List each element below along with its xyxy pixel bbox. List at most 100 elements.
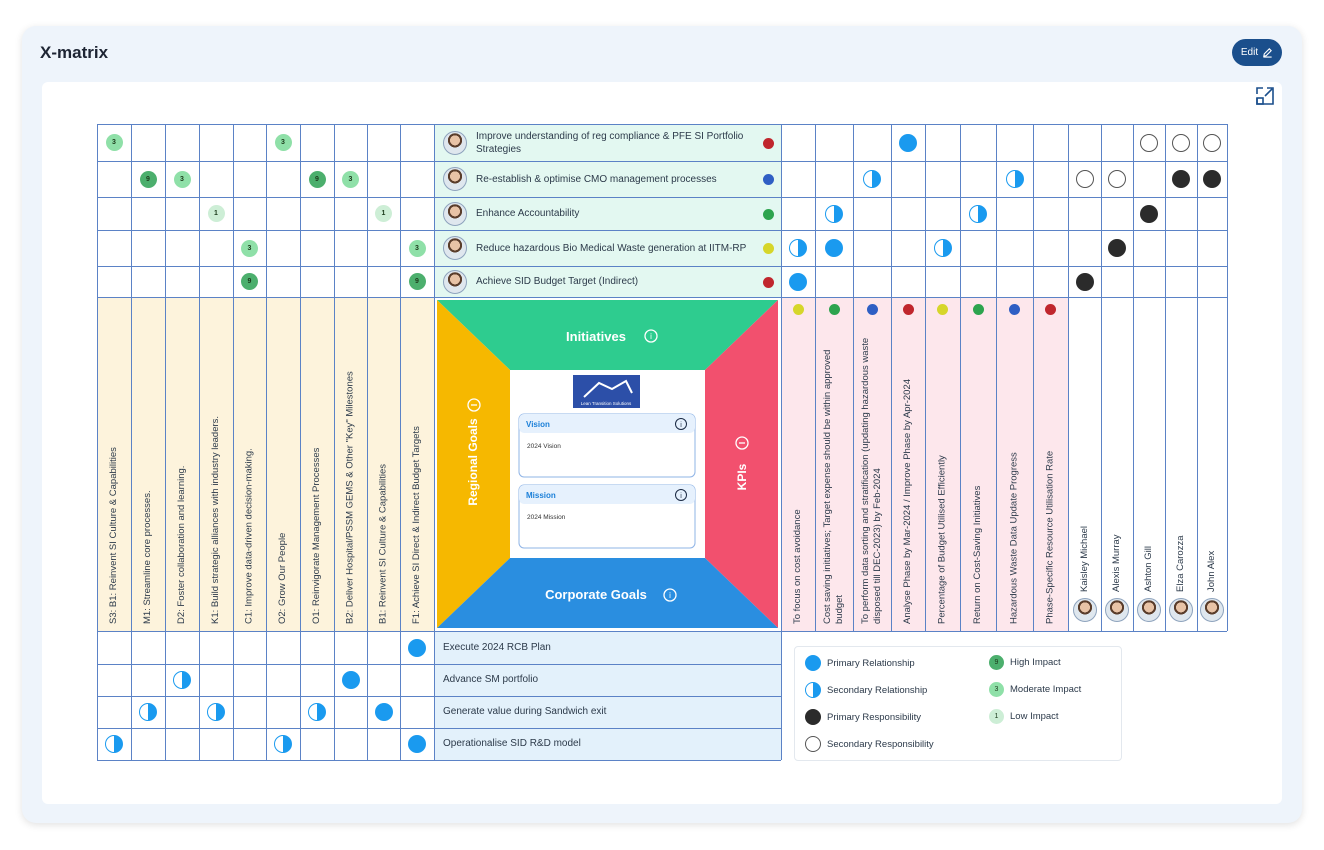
mission-card-header	[519, 485, 695, 504]
impact-badge[interactable]: 3	[274, 134, 292, 151]
impact-badge[interactable]: 3	[408, 239, 426, 257]
regional-goals-trapezoid	[437, 300, 510, 628]
info-icon	[675, 489, 687, 501]
corporate-goal-label[interactable]: Execute 2024 RCB Plan	[443, 641, 551, 653]
regional-goal-label[interactable]: F1: Achieve SI Direct & Indirect Budget …	[411, 426, 422, 624]
info-icon: i	[680, 422, 682, 429]
person-avatar	[1105, 598, 1129, 622]
secondary-relationship-marker[interactable]	[933, 239, 952, 257]
regional-goal-label[interactable]: C1: Improve data-driven decision-making.	[243, 448, 255, 624]
kpi-label[interactable]: Return on Cost-Saving Initiatives	[972, 485, 983, 624]
secondary-relationship-marker[interactable]	[105, 735, 123, 753]
primary-responsibility-marker[interactable]	[1203, 170, 1221, 188]
primary-relationship-marker[interactable]	[341, 671, 360, 689]
initiative-label[interactable]: Re-establish & optimise CMO management p…	[476, 173, 717, 185]
person-name[interactable]: Kaisley Michael	[1078, 526, 1090, 592]
secondary-relationship-marker[interactable]	[863, 170, 881, 188]
kpi-status-dot	[828, 304, 840, 315]
secondary-relationship-marker[interactable]	[308, 703, 326, 721]
initiatives-trapezoid	[437, 300, 778, 370]
initiative-label[interactable]: Improve understanding of reg compliance …	[476, 130, 744, 155]
kpi-status-dot	[1009, 304, 1020, 315]
secondary-relationship-marker[interactable]	[969, 204, 987, 223]
regional-goal-label[interactable]: O1: Reinvigorate Management Processes	[311, 447, 322, 624]
primary-relationship-marker[interactable]	[408, 638, 426, 657]
regional-goal-label[interactable]: D2: Foster collaboration and learning.	[176, 465, 187, 624]
kpi-label[interactable]: Analyse Phase by Mar-2024 / Improve Phas…	[902, 378, 913, 624]
secondary-relationship-marker[interactable]	[207, 703, 225, 721]
secondary-responsibility-marker[interactable]	[1140, 133, 1158, 152]
impact-badge[interactable]: 9	[308, 170, 326, 188]
owner-avatar	[443, 269, 467, 294]
primary-relationship-marker[interactable]	[899, 133, 917, 152]
initiative-label[interactable]: Reduce hazardous Bio Medical Waste gener…	[476, 242, 747, 254]
page-title: X-matrix	[40, 43, 109, 62]
impact-badge[interactable]: 1	[207, 205, 225, 222]
kpi-label[interactable]: Percentage of Budget Utilised Efficientl…	[936, 455, 948, 624]
person-avatar	[1200, 598, 1224, 622]
impact-badge[interactable]: 9	[139, 170, 157, 188]
vision-title: Vision	[526, 420, 550, 429]
legend-label: Primary Relationship	[827, 657, 915, 669]
secondary-relationship-marker[interactable]	[173, 671, 191, 689]
legend-item: Primary Responsibility	[805, 709, 921, 725]
regional-goal-label[interactable]: O2: Grow Our People	[277, 532, 288, 624]
regional-goal-label[interactable]: S3: B1: Reinvent SI Culture & Capabiliti…	[108, 447, 119, 624]
initiative-label[interactable]: Enhance Accountability	[476, 208, 580, 219]
legend-item: Primary Relationship	[805, 655, 915, 671]
secondary-relationship-marker[interactable]	[274, 735, 292, 753]
kpi-label[interactable]: Cost saving initiatives; Target expense …	[822, 349, 845, 624]
primary-relationship-marker[interactable]	[374, 703, 393, 721]
secondary-responsibility-marker[interactable]	[1108, 170, 1126, 188]
secondary-responsibility-marker[interactable]	[1203, 133, 1221, 152]
kpi-label[interactable]: Hazardous Waste Data Update Progress	[1008, 452, 1020, 624]
secondary-relationship-marker[interactable]	[1005, 170, 1024, 188]
kpi-status-dot	[1045, 304, 1056, 315]
person-name[interactable]: John Alex	[1206, 550, 1217, 592]
regional-goal-label[interactable]: B2: Deliver Hospital/PSSM GEMS & Other "…	[344, 371, 356, 624]
secondary-relationship-marker[interactable]	[825, 204, 843, 223]
corporate-goal-label[interactable]: Advance SM portfolio	[443, 674, 539, 685]
primary-relationship-marker[interactable]	[408, 735, 426, 753]
presp-marker-icon	[805, 709, 821, 725]
kpi-label[interactable]: Phase-Specific Resource Utilisation Rate	[1044, 450, 1056, 624]
impact-badge[interactable]: 1	[375, 205, 392, 222]
primary-responsibility-marker[interactable]	[1075, 272, 1094, 291]
corporate-goal-label[interactable]: Operationalise SID R&D model	[443, 738, 581, 749]
initiatives-title: Initiatives	[566, 329, 626, 344]
primary-responsibility-marker[interactable]	[1172, 170, 1190, 188]
person-name[interactable]: Ashton Gill	[1143, 546, 1154, 592]
impact-badge[interactable]: 3	[105, 134, 123, 151]
primary-relationship-marker[interactable]	[789, 272, 807, 291]
owner-avatar	[443, 130, 467, 155]
person-name[interactable]: Alexis Murray	[1111, 534, 1122, 592]
impact-badge[interactable]: 3	[173, 170, 191, 188]
secondary-responsibility-marker[interactable]	[1075, 170, 1094, 188]
corporate-goal-label[interactable]: Generate value during Sandwich exit	[443, 706, 607, 717]
regional-goal-label[interactable]: K1: Build strategic alliances with indus…	[210, 415, 221, 624]
kpi-label[interactable]: To focus on cost avoidance	[792, 509, 803, 624]
impact-badge[interactable]: 3	[241, 239, 258, 257]
initiative-label[interactable]: Achieve SID Budget Target (Indirect)	[476, 276, 639, 287]
impact-badge[interactable]: 3	[342, 170, 359, 188]
edit-button[interactable]: Edit	[1232, 39, 1282, 66]
kpis-title: KPIs	[735, 463, 749, 490]
person-name[interactable]: Elza Carozza	[1175, 535, 1186, 593]
kpi-label[interactable]: To perform data sorting and stratificati…	[860, 337, 883, 624]
primary-responsibility-marker[interactable]	[1140, 204, 1158, 223]
impact-badge[interactable]: 9	[408, 273, 426, 290]
collapse-icon	[467, 398, 481, 412]
status-dot	[763, 208, 774, 220]
regional-goal-label[interactable]: M1: Streamline core processes.	[142, 490, 153, 624]
regional-goal-label[interactable]: B1: Reinvent SI Culture & Capabilities	[377, 464, 389, 624]
vision-text: 2024 Vision	[527, 443, 561, 450]
impact-badge[interactable]: 9	[241, 273, 258, 290]
secondary-relationship-marker[interactable]	[139, 703, 157, 721]
primary-responsibility-marker[interactable]	[1108, 239, 1126, 257]
secondary-responsibility-marker[interactable]	[1172, 133, 1190, 152]
primary-relationship-marker[interactable]	[825, 239, 843, 257]
secondary-relationship-marker[interactable]	[789, 239, 807, 257]
expand-icon[interactable]	[1255, 86, 1275, 106]
